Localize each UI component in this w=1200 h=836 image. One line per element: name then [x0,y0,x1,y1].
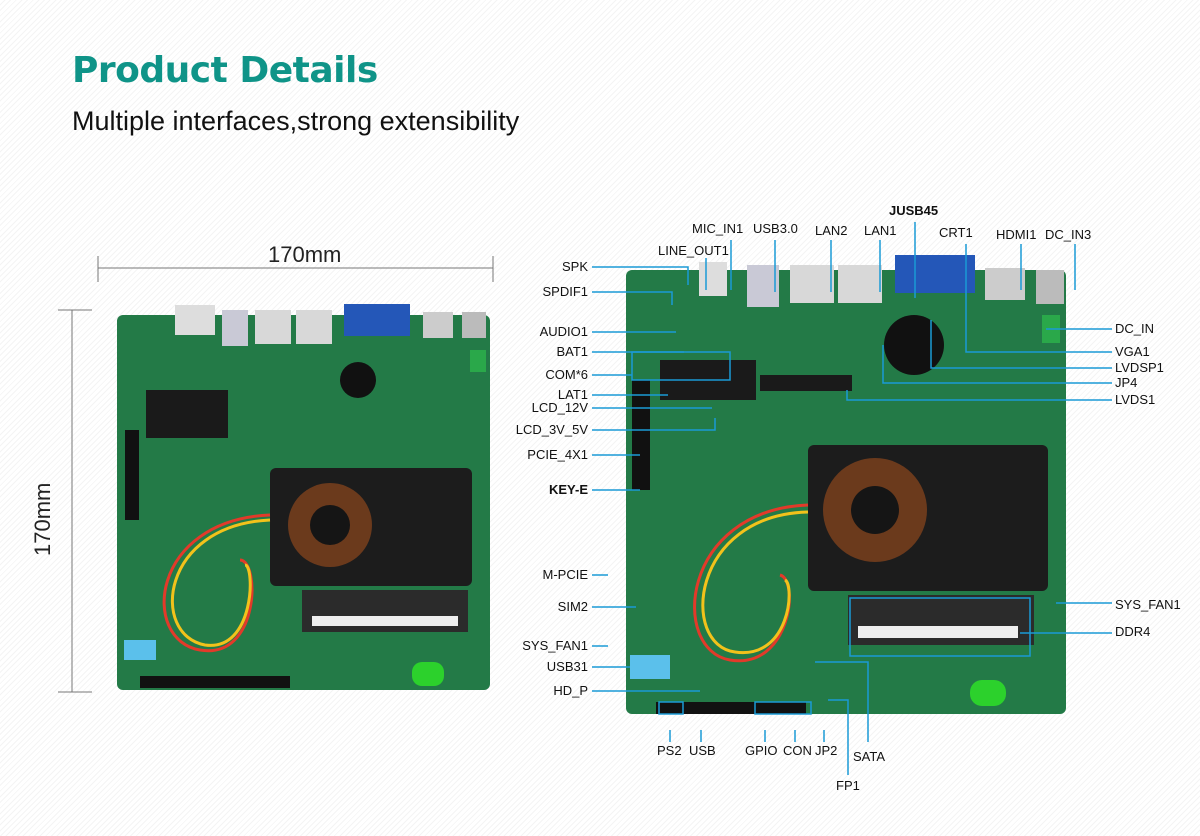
label-spdif1: SPDIF1 [542,284,588,299]
right-board [626,255,1066,714]
label-jusb45: JUSB45 [889,203,939,218]
label-lcd-3v-5v: LCD_3V_5V [515,422,588,437]
label-lan1: LAN1 [864,223,897,238]
label-mic-in1: MIC_IN1 [692,221,744,236]
label-gpio: GPIO [745,743,778,758]
label-lvds1: LVDS1 [1115,392,1156,407]
label-sata: SATA [853,749,886,764]
label-usb31: USB31 [546,659,588,674]
label-sim2: SIM2 [557,599,588,614]
label-ps2: PS2 [657,743,682,758]
label-hdmi1: HDMI1 [996,227,1037,242]
label-jp2: JP2 [815,743,838,758]
label-pcie-4x1: PCIE_4X1 [527,447,588,462]
label-con: CON [783,743,812,758]
label-fp1: FP1 [836,778,860,793]
label-hd-p: HD_P [553,683,588,698]
label-jp4: JP4 [1115,375,1138,390]
label-lat1: LAT1 [557,387,588,402]
leader-lines [592,222,1112,775]
label-usb3: USB3.0 [753,221,798,236]
label-dc-in: DC_IN [1115,321,1155,336]
label-m-pcie: M-PCIE [542,567,589,582]
page-subtitle: Multiple interfaces,strong extensibility [72,106,520,136]
label-bat1: BAT1 [556,344,588,359]
label-vga1: VGA1 [1115,344,1150,359]
label-audio1: AUDIO1 [539,324,588,339]
label-lan2: LAN2 [815,223,848,238]
label-sys-fan1-left: SYS_FAN1 [522,638,588,653]
label-lcd-12v: LCD_12V [531,400,588,415]
label-dc-in3: DC_IN3 [1045,227,1092,242]
height-dimension: 170mm [30,482,55,556]
label-key-e: KEY-E [548,482,588,497]
label-line-out1: LINE_OUT1 [658,243,729,258]
label-usb: USB [689,743,716,758]
left-board [117,304,490,690]
label-spk: SPK [561,259,588,274]
label-com6: COM*6 [545,367,588,382]
label-crt1: CRT1 [939,225,973,240]
width-dimension: 170mm [268,242,342,267]
label-lvdsp1: LVDSP1 [1115,360,1164,375]
dimension-lines [58,256,494,693]
label-sys-fan1-right: SYS_FAN1 [1115,597,1181,612]
label-ddr4: DDR4 [1115,624,1151,639]
page-title: Product Details [72,50,378,91]
